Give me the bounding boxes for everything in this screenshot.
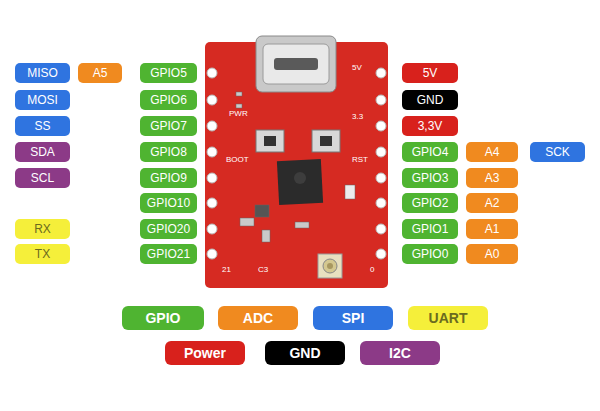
silkscreen-label: 3.3 [352, 113, 363, 121]
silkscreen-label: BOOT [226, 156, 249, 164]
pin-label-pill: GPIO21 [140, 244, 197, 264]
silkscreen-label: 5V [352, 64, 362, 72]
buttons [256, 130, 340, 152]
small-components [236, 92, 355, 242]
chip [277, 159, 323, 205]
pin-label-pill: TX [15, 244, 70, 264]
silkscreen-label: RST [352, 156, 368, 164]
pin-name: A4 [485, 146, 500, 158]
pin-name: GND [417, 94, 444, 106]
legend-text: I2C [389, 346, 411, 360]
pin-label-pill: A0 [466, 244, 518, 264]
legend-text: SPI [342, 311, 365, 325]
pin-name: GPIO2 [412, 197, 449, 209]
pin-name: GPIO1 [412, 223, 449, 235]
pin-name: 5V [423, 67, 438, 79]
pin-name: A2 [485, 197, 500, 209]
pin-label-pill: A5 [78, 63, 122, 83]
legend-text: Power [184, 346, 226, 360]
legend-swatch: GPIO [122, 306, 204, 330]
pin-name: 3,3V [418, 120, 443, 132]
pcb [205, 42, 388, 288]
pin-name: GPIO9 [150, 172, 187, 184]
pin-label-pill: GPIO6 [140, 90, 197, 110]
pin-name: TX [35, 248, 50, 260]
pin-label-pill: GPIO9 [140, 168, 197, 188]
pin-name: GPIO5 [150, 67, 187, 79]
pin-label-pill: SDA [15, 142, 70, 162]
legend-text: GND [289, 346, 320, 360]
pin-name: GPIO7 [150, 120, 187, 132]
legend-swatch: ADC [218, 306, 298, 330]
legend-swatch: I2C [360, 341, 440, 365]
silkscreen-label: C3 [258, 266, 268, 274]
pin-label-pill: GPIO7 [140, 116, 197, 136]
pin-name: RX [34, 223, 51, 235]
pin-name: GPIO10 [147, 197, 190, 209]
pin-label-pill: GPIO5 [140, 63, 197, 83]
pin-name: MISO [27, 67, 58, 79]
pin-label-pill: MOSI [15, 90, 70, 110]
pin-label-pill: A4 [466, 142, 518, 162]
pin-label-pill: GPIO10 [140, 193, 197, 213]
pin-label-pill: SS [15, 116, 70, 136]
legend-text: ADC [243, 311, 273, 325]
pin-name: A1 [485, 223, 500, 235]
pin-label-pill: GPIO4 [402, 142, 458, 162]
pin-name: GPIO20 [147, 223, 190, 235]
pin-label-pill: GPIO2 [402, 193, 458, 213]
pin-name: A5 [93, 67, 108, 79]
pin-label-pill: RX [15, 219, 70, 239]
silkscreen-label: PWR [229, 110, 248, 118]
pin-name: SCL [31, 172, 54, 184]
pin-name: GPIO0 [412, 248, 449, 260]
pin-label-pill: GPIO0 [402, 244, 458, 264]
pin-label-pill: GPIO8 [140, 142, 197, 162]
legend-swatch: Power [165, 341, 245, 365]
legend-swatch: UART [408, 306, 488, 330]
pin-name: SDA [30, 146, 55, 158]
pin-name: GPIO21 [147, 248, 190, 260]
pin-label-pill: GPIO20 [140, 219, 197, 239]
castellated-holes [207, 68, 386, 259]
pin-name: A3 [485, 172, 500, 184]
antenna-connector [318, 254, 342, 278]
pin-label-pill: A1 [466, 219, 518, 239]
pin-label-pill: GPIO3 [402, 168, 458, 188]
pin-name: SCK [545, 146, 570, 158]
pin-name: GPIO4 [412, 146, 449, 158]
pin-label-pill: SCL [15, 168, 70, 188]
legend-text: GPIO [145, 311, 180, 325]
pin-label-pill: GPIO1 [402, 219, 458, 239]
pin-name: GPIO6 [150, 94, 187, 106]
silkscreen-label: 0 [370, 266, 374, 274]
legend-swatch: GND [265, 341, 345, 365]
pin-label-pill: A3 [466, 168, 518, 188]
pin-name: MOSI [27, 94, 58, 106]
pin-label-pill: SCK [530, 142, 585, 162]
pin-label-pill: GND [402, 90, 458, 110]
pin-name: GPIO3 [412, 172, 449, 184]
silkscreen-label: 21 [222, 266, 231, 274]
pin-name: SS [34, 120, 50, 132]
pin-label-pill: A2 [466, 193, 518, 213]
pin-name: A0 [485, 248, 500, 260]
legend-text: UART [429, 311, 468, 325]
usb-c-connector [256, 36, 336, 92]
pin-label-pill: 3,3V [402, 116, 458, 136]
pin-label-pill: MISO [15, 63, 70, 83]
pin-label-pill: 5V [402, 63, 458, 83]
legend-swatch: SPI [313, 306, 393, 330]
pin-name: GPIO8 [150, 146, 187, 158]
